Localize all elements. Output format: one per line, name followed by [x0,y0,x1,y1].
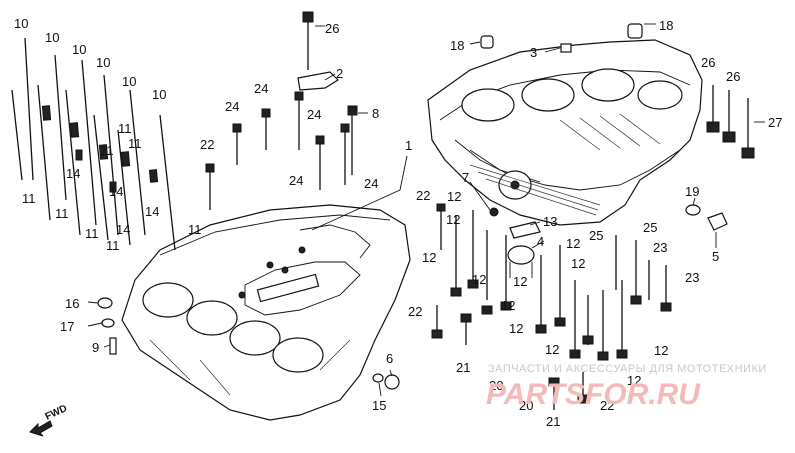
callout-11: 11 [100,143,114,158]
watermark: ЗАПЧАСТИ И АКСЕССУАРЫ ДЛЯ МОТОТЕХНИКИ PA… [486,363,767,411]
callout-11: 11 [85,226,99,241]
callout-12: 12 [654,343,668,358]
watermark-logo: PARTSFOR.RU [486,378,701,411]
callout-11: 11 [22,191,36,206]
part-number-callouts: 1 2 3 4 5 6 7 8 9 10 10 10 10 10 10 11 1… [14,16,782,429]
callout-19: 19 [685,184,699,199]
callout-22: 22 [416,188,430,203]
callout-4: 4 [537,234,544,249]
callout-22: 22 [200,137,214,152]
fwd-label: FWD [44,403,69,423]
callout-22: 22 [408,304,422,319]
callout-15: 15 [372,398,386,413]
callout-26: 26 [701,55,715,70]
callout-12: 12 [566,236,580,251]
callout-11: 11 [106,238,120,253]
callout-11: 11 [188,222,202,237]
right-bolts [431,85,755,410]
callout-11: 11 [55,206,69,221]
callout-14: 14 [116,222,130,237]
callout-9: 9 [92,340,99,355]
callout-24: 24 [289,173,303,188]
callout-3: 3 [530,45,537,60]
callout-24: 24 [225,99,239,114]
callout-8: 8 [372,106,379,121]
callout-12: 12 [501,298,515,313]
cylinder-studs [11,37,176,251]
callout-24: 24 [364,176,378,191]
callout-22: 22 [600,398,614,413]
callout-12: 12 [422,250,436,265]
callout-12: 12 [545,342,559,357]
watermark-tagline: ЗАПЧАСТИ И АКСЕССУАРЫ ДЛЯ МОТОТЕХНИКИ [488,363,767,375]
callout-7: 7 [462,170,469,185]
callout-26: 26 [726,69,740,84]
callout-18: 18 [450,38,464,53]
callout-10: 10 [14,16,28,31]
callout-10: 10 [45,30,59,45]
callout-14: 14 [66,166,80,181]
callout-1: 1 [405,138,412,153]
callout-12: 12 [447,189,461,204]
fwd-arrow: FWD [29,403,69,437]
callout-12: 12 [627,373,641,388]
callout-6: 6 [386,351,393,366]
callout-10: 10 [96,55,110,70]
callout-11: 11 [118,121,132,136]
callout-10: 10 [72,42,86,57]
callout-23: 23 [685,270,699,285]
lower-crankcase [121,204,411,421]
leader-lines [87,23,765,397]
callout-2: 2 [336,66,343,81]
callout-27: 27 [768,115,782,130]
callout-5: 5 [712,249,719,264]
crankcase-bolts [205,11,358,210]
callout-23: 23 [653,240,667,255]
callout-26: 26 [325,21,339,36]
callout-10: 10 [122,74,136,89]
callout-25: 25 [589,228,603,243]
callout-21: 21 [456,360,470,375]
upper-crankcase [427,23,703,226]
callout-21: 21 [546,414,560,429]
callout-13: 13 [543,214,557,229]
callout-25: 25 [643,220,657,235]
callout-12: 12 [509,321,523,336]
callout-14: 14 [145,204,159,219]
callout-24: 24 [254,81,268,96]
callout-11: 11 [128,136,142,151]
callout-16: 16 [65,296,79,311]
callout-24: 24 [307,107,321,122]
callout-17: 17 [60,319,74,334]
callout-12: 12 [446,212,460,227]
callout-14: 14 [109,184,123,199]
callout-12: 12 [571,256,585,271]
callout-20: 20 [489,378,503,393]
callout-20: 20 [519,398,533,413]
callout-12: 12 [472,272,486,287]
callout-10: 10 [152,87,166,102]
callout-12: 12 [513,274,527,289]
callout-18: 18 [659,18,673,33]
